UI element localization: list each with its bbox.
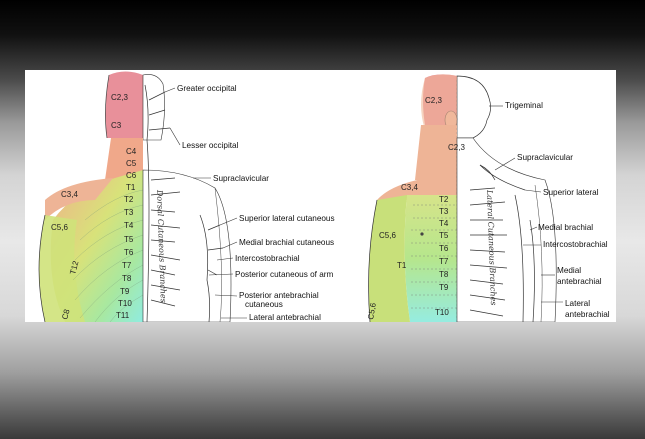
nerve-label: Lateral antebrachial — [249, 313, 321, 322]
anterior-nerves — [469, 164, 535, 322]
segment-label: T8 — [122, 274, 132, 283]
head-region — [105, 71, 143, 138]
segment-label: T3 — [439, 207, 449, 216]
segment-label: C3,4 — [401, 183, 418, 192]
nerve-label: Superior lateral — [543, 188, 599, 197]
segment-label: T6 — [439, 244, 449, 253]
nerve-label: Supraclavicular — [213, 174, 269, 183]
nerve-label: Intercostobrachial — [543, 240, 608, 249]
segment-label: C4 — [126, 147, 137, 156]
segment-label: T5 — [124, 235, 134, 244]
spine-nerves — [144, 84, 224, 322]
nerve-label: Greater occipital — [177, 84, 237, 93]
segment-label: C8 — [60, 308, 71, 321]
segment-label: T11 — [116, 311, 130, 320]
nerve-label: Medial — [557, 266, 581, 275]
anterior-spine-text: Lateral Cutaneous Branches — [485, 189, 498, 306]
segment-label: T2 — [439, 195, 449, 204]
segment-label: T7 — [439, 257, 449, 266]
segment-label: T4 — [124, 221, 134, 230]
nerve-label: Medial brachial cutaneous — [239, 238, 334, 247]
segment-label: C2,3 — [425, 96, 442, 105]
segment-label: T10 — [118, 299, 132, 308]
segment-label: C5,6 — [379, 231, 396, 240]
segment-label: T1 — [397, 261, 407, 270]
dermatome-figure: Dorsal Cutaneous Branches C2,3 C3 C4 C5 … — [25, 70, 616, 322]
nerve-label: Lesser occipital — [182, 141, 239, 150]
nerve-label: Posterior cutaneous of arm — [235, 270, 333, 279]
segment-label: C2,3 — [448, 143, 465, 152]
segment-label: T4 — [439, 219, 449, 228]
dermatome-illustration: Dorsal Cutaneous Branches C2,3 C3 C4 C5 … — [38, 71, 610, 322]
segment-label: T7 — [122, 261, 132, 270]
segment-label: T5 — [439, 231, 449, 240]
nerve-label: antebrachial — [557, 277, 602, 286]
segment-label: C2,3 — [111, 93, 128, 102]
segment-label: T9 — [439, 283, 449, 292]
segment-label: T9 — [120, 287, 130, 296]
segment-label: C5,6 — [51, 223, 68, 232]
segment-label: C3,4 — [61, 190, 78, 199]
nerve-label: Lateral — [565, 299, 590, 308]
nerve-label: Supraclavicular — [517, 153, 573, 162]
segment-label: T6 — [124, 248, 134, 257]
nerve-label: Superior lateral cutaneous — [239, 214, 335, 223]
segment-label: C5 — [126, 159, 137, 168]
segment-label: T1 — [126, 183, 136, 192]
nerve-label: Intercostobrachial — [235, 254, 300, 263]
segment-label: T2 — [124, 195, 134, 204]
nerve-label: Trigeminal — [505, 101, 543, 110]
segment-label: C6 — [126, 171, 137, 180]
posterior-spine-text: Dorsal Cutaneous Branches — [155, 189, 168, 303]
segment-label: T12 — [68, 259, 80, 275]
segment-label: C5,6 — [366, 302, 378, 321]
posterior-figure: Dorsal Cutaneous Branches C2,3 C3 C4 C5 … — [38, 71, 335, 322]
segment-label: T3 — [124, 208, 134, 217]
segment-label: C3 — [111, 121, 122, 130]
segment-label: T10 — [435, 308, 449, 317]
nerve-label: Posterior antebrachial — [239, 291, 319, 300]
nerve-label: antebrachial — [565, 310, 610, 319]
segment-label: T8 — [439, 270, 449, 279]
nerve-label: cutaneous — [245, 300, 283, 309]
nerve-label: Medial brachial — [538, 223, 593, 232]
anterior-figure: Lateral Cutaneous Branches C2,3 C2,3 C3,… — [366, 74, 610, 322]
